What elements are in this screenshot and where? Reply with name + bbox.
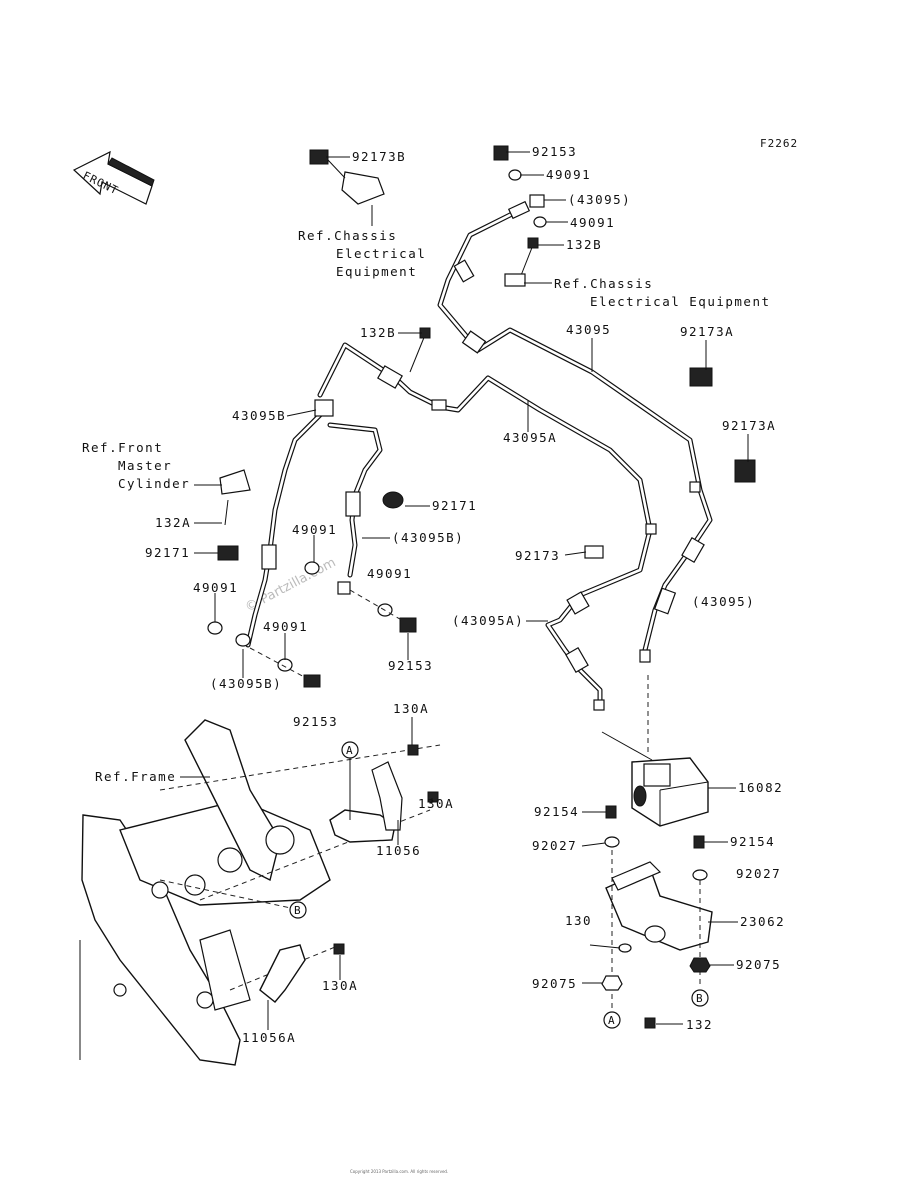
label-92154-left: 92154 <box>534 804 579 819</box>
callout-a-bottom: A <box>603 1011 621 1029</box>
label-130: 130 <box>565 913 592 928</box>
label-132: 132 <box>686 1017 713 1032</box>
callout-a-bottom-text: A <box>608 1014 616 1027</box>
pipe-joints <box>261 200 705 711</box>
label-92173a-1: 92173A <box>680 324 734 339</box>
frame-illustration <box>79 719 441 1066</box>
label-43095b-paren: (43095B) <box>392 530 464 545</box>
brake-pipes <box>245 207 713 708</box>
label-130a-mid: 130A <box>418 796 454 811</box>
label-43095-paren-top: (43095) <box>568 192 631 207</box>
label-23062: 23062 <box>740 914 785 929</box>
part-labels: 92173B Ref.Chassis Electrical Equipment … <box>82 144 785 1045</box>
label-16082: 16082 <box>738 780 783 795</box>
bracket-11056a <box>259 943 345 1003</box>
label-43095-paren-right: (43095) <box>692 594 755 609</box>
label-11056: 11056 <box>376 843 421 858</box>
label-92153-mid: 92153 <box>388 658 433 673</box>
label-92173a-2: 92173A <box>722 418 776 433</box>
label-92171-right: 92171 <box>432 498 477 513</box>
callout-a-top-text: A <box>346 744 354 757</box>
leader-lines <box>180 151 749 1030</box>
label-11056a: 11056A <box>242 1030 296 1045</box>
label-92153-top: 92153 <box>532 144 577 159</box>
label-92171-left: 92171 <box>145 545 190 560</box>
front-direction-arrow-icon: FRONT <box>72 150 155 205</box>
callout-b-left: B <box>289 901 307 919</box>
label-49091-mid: 49091 <box>292 522 337 537</box>
callout-b-left-text: B <box>294 904 302 917</box>
label-132b-top: 132B <box>566 237 602 252</box>
label-ref-chassis-2-l2: Electrical Equipment <box>590 294 771 309</box>
label-92173: 92173 <box>515 548 560 563</box>
label-ref-front-l1: Ref.Front <box>82 440 163 455</box>
callout-b-right: B <box>691 989 709 1007</box>
label-92027-right: 92027 <box>736 866 781 881</box>
label-ref-chassis-1-l2: Electrical <box>336 246 426 261</box>
label-130a-low: 130A <box>322 978 358 993</box>
label-ref-frame: Ref.Frame <box>95 769 176 784</box>
label-92154-right: 92154 <box>730 834 775 849</box>
small-parts <box>207 145 756 688</box>
label-43095a: 43095A <box>503 430 557 445</box>
label-43095b: 43095B <box>232 408 286 423</box>
label-49091-left: 49091 <box>193 580 238 595</box>
callout-a-top: A <box>341 741 359 820</box>
label-92153-low: 92153 <box>293 714 338 729</box>
label-132a-left: 132A <box>155 515 191 530</box>
bracket-11056 <box>329 744 439 843</box>
label-92027-left: 92027 <box>532 838 577 853</box>
label-132b-mid: 132B <box>360 325 396 340</box>
label-49091-top2: 49091 <box>570 215 615 230</box>
label-43095a-paren: (43095A) <box>452 613 524 628</box>
abs-bracket <box>601 805 713 1029</box>
label-43095b-paren-low: (43095B) <box>210 676 282 691</box>
label-49091-top1: 49091 <box>546 167 591 182</box>
diagram-code: F2262 <box>760 137 798 150</box>
label-49091-center: 49091 <box>367 566 412 581</box>
label-92075-right: 92075 <box>736 957 781 972</box>
label-130a-top: 130A <box>393 701 429 716</box>
abs-unit <box>601 675 709 827</box>
label-92075-left: 92075 <box>532 976 577 991</box>
label-ref-front-l3: Cylinder <box>118 476 190 491</box>
label-92173b: 92173B <box>352 149 406 164</box>
callout-b-right-text: B <box>696 992 704 1005</box>
label-49091-low: 49091 <box>263 619 308 634</box>
label-ref-chassis-2-l1: Ref.Chassis <box>554 276 653 291</box>
label-43095: 43095 <box>566 322 611 337</box>
label-ref-front-l2: Master <box>118 458 172 473</box>
label-ref-chassis-1-l1: Ref.Chassis <box>298 228 397 243</box>
label-ref-chassis-1-l3: Equipment <box>336 264 417 279</box>
copyright-text: Copyright 2013 Partzilla.com. All rights… <box>350 1169 448 1174</box>
